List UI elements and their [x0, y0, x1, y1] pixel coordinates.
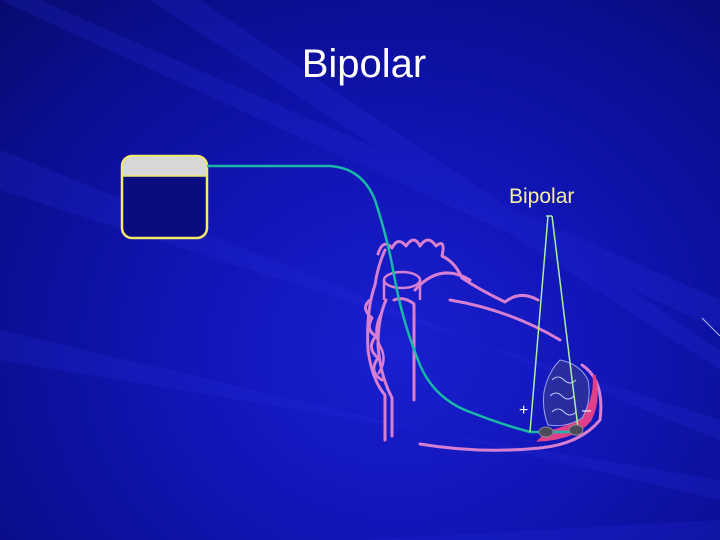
anode-symbol: + [519, 402, 529, 419]
electrodes [538, 424, 584, 438]
slide-title: Bipolar [301, 42, 427, 86]
great-vessel [375, 270, 422, 375]
anode-electrode [538, 426, 554, 438]
pulse-generator [120, 154, 209, 240]
cathode-symbol: – [582, 402, 591, 419]
mode-label: Bipolar [509, 185, 575, 208]
sensing-lines [529, 215, 579, 433]
cathode-electrode [568, 424, 584, 436]
pacing-lead [207, 164, 576, 434]
